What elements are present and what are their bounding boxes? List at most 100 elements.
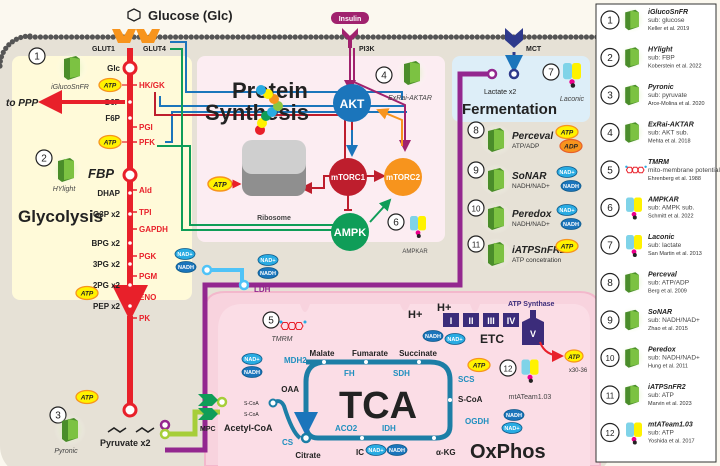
sensor-number-badge xyxy=(262,311,280,329)
mct-node xyxy=(508,68,520,80)
tmrm-n-atom xyxy=(303,320,307,324)
pyruvate-node xyxy=(122,402,138,418)
sensor-card-name: SoNAR xyxy=(512,171,547,182)
sensor-name-iglucosnfr: iGlucoSnFR xyxy=(51,84,89,91)
cofactor-label: NAD+ xyxy=(447,337,462,343)
sensor-number-badge xyxy=(600,197,620,218)
lactate-node xyxy=(486,68,498,80)
fret-yellow xyxy=(634,235,642,250)
glycolysis-enzyme: PGK xyxy=(139,252,157,261)
tmrm-dye-icon xyxy=(625,166,634,174)
mtorc2-label: mTORC2 xyxy=(386,173,421,182)
fret-sensor-icon xyxy=(563,63,572,80)
glycolysis-enzyme: PK xyxy=(139,314,150,323)
membrane-lipid xyxy=(3,45,9,51)
mpc-label: MPC xyxy=(200,426,216,433)
sensor-name-tmrm: TMRM xyxy=(272,336,293,343)
gfp-barrel-highlight xyxy=(630,310,639,329)
membrane-lipid xyxy=(230,34,236,40)
legend-sensor-sub: sub: FBP xyxy=(648,55,675,62)
sensor-number: 7 xyxy=(548,68,554,79)
sensor-name-exrai-aktar: ExRai-AKTAR xyxy=(388,95,432,102)
metabolite-node xyxy=(128,241,132,245)
atp-badge xyxy=(467,357,491,373)
membrane-lipid xyxy=(167,34,173,40)
membrane-lipid xyxy=(282,34,288,40)
legend-sensor-name: SoNAR xyxy=(648,309,672,316)
metabolite-node xyxy=(128,212,132,216)
sensor-card-name: Perceval xyxy=(512,131,553,142)
tca-metabolite: Succinate xyxy=(399,349,437,358)
atp-badge xyxy=(98,77,122,93)
membrane-lipid xyxy=(199,34,205,40)
atp-badge xyxy=(555,238,579,254)
nad-plus-badge xyxy=(241,353,263,365)
fret-linker xyxy=(631,436,637,442)
membrane-lipid xyxy=(360,34,366,40)
sensor-number-badge xyxy=(387,213,405,231)
membrane-lipid xyxy=(32,34,38,40)
membrane-lipid xyxy=(375,34,381,40)
atp-yield-label: x30-36 xyxy=(569,368,588,374)
glycolysis-metabolite: F6P xyxy=(105,114,120,123)
cofactor-label: NAD+ xyxy=(559,170,574,176)
insulin-label: Insulin xyxy=(339,16,362,23)
nadh-badge xyxy=(560,218,582,230)
atp-label: ATP xyxy=(560,130,574,137)
membrane-lipid xyxy=(0,58,3,64)
fret-yellow xyxy=(634,197,642,212)
membrane-lipid xyxy=(173,34,179,40)
legend-sensor-sub: mito-membrane potential (mV) xyxy=(648,167,720,174)
atp-label: ATP xyxy=(80,395,94,402)
membrane-lipid xyxy=(531,34,538,40)
sensor-name-pyronic: Pyronic xyxy=(54,448,78,455)
fbp-node xyxy=(122,167,138,183)
membrane-lipid xyxy=(6,42,12,48)
sensor-number: 9 xyxy=(607,316,613,327)
membrane-lipid xyxy=(547,34,553,40)
tmrm-dye-icon xyxy=(287,322,297,330)
membrane-lipid xyxy=(495,34,501,40)
gfp-barrel-highlight xyxy=(630,85,639,104)
membrane-lipid xyxy=(323,34,329,40)
fret-yellow xyxy=(634,422,642,437)
membrane-lipid xyxy=(474,34,480,40)
membrane-lipid xyxy=(469,34,475,40)
sensor-number: 3 xyxy=(55,411,61,422)
sensor-number: 6 xyxy=(607,203,613,214)
glycolysis-title: Glycolysis xyxy=(18,207,103,226)
tca-enzyme: SCS xyxy=(458,375,475,384)
membrane-lipid xyxy=(178,34,184,40)
fermentation-title: Fermentation xyxy=(462,101,557,118)
atp-synthase-atp-label: ATP xyxy=(567,355,581,361)
atp-badge xyxy=(75,285,99,301)
sensor-name-ampkar: AMPKAR xyxy=(402,249,428,255)
lactate-path xyxy=(165,71,492,453)
signaling-lines xyxy=(154,41,411,231)
tca-enzyme: CS xyxy=(282,438,294,447)
tmrm-dye-icon xyxy=(280,322,290,330)
glycolysis-enzyme: PFK xyxy=(139,138,155,147)
tmrm-n-atom xyxy=(279,320,283,324)
atp-label: ATP xyxy=(103,140,117,147)
cofactor-label: NADH xyxy=(425,334,441,340)
nad-plus-badge xyxy=(556,166,578,178)
tca-metabolite: Citrate xyxy=(295,451,321,460)
s-coa-label-1: S-CoA xyxy=(244,401,259,407)
glycolysis-enzyme: Ald xyxy=(139,186,152,195)
legend-sensor-name: mtATeam1.03 xyxy=(648,422,693,429)
metabolite-node xyxy=(128,191,132,195)
membrane-lipid xyxy=(219,34,225,40)
tca-enzyme: MDH2 xyxy=(284,356,307,365)
nadh-badge xyxy=(241,366,263,378)
sensor-number: 7 xyxy=(607,241,613,252)
cofactor-label: NADH xyxy=(563,184,579,190)
legend-sensor-sub: sub: ATP/ADP xyxy=(648,280,689,287)
sensor-number-badge xyxy=(600,422,620,443)
metabolite-node xyxy=(128,262,132,266)
tca-title: TCA xyxy=(339,385,417,427)
atp-synthase-label: ATP Synthase xyxy=(508,301,555,308)
membrane-lipid xyxy=(251,34,257,40)
glycolysis-metabolite: 2PG x2 xyxy=(93,281,121,290)
glycolysis-metabolite: BPG x2 xyxy=(92,239,121,248)
